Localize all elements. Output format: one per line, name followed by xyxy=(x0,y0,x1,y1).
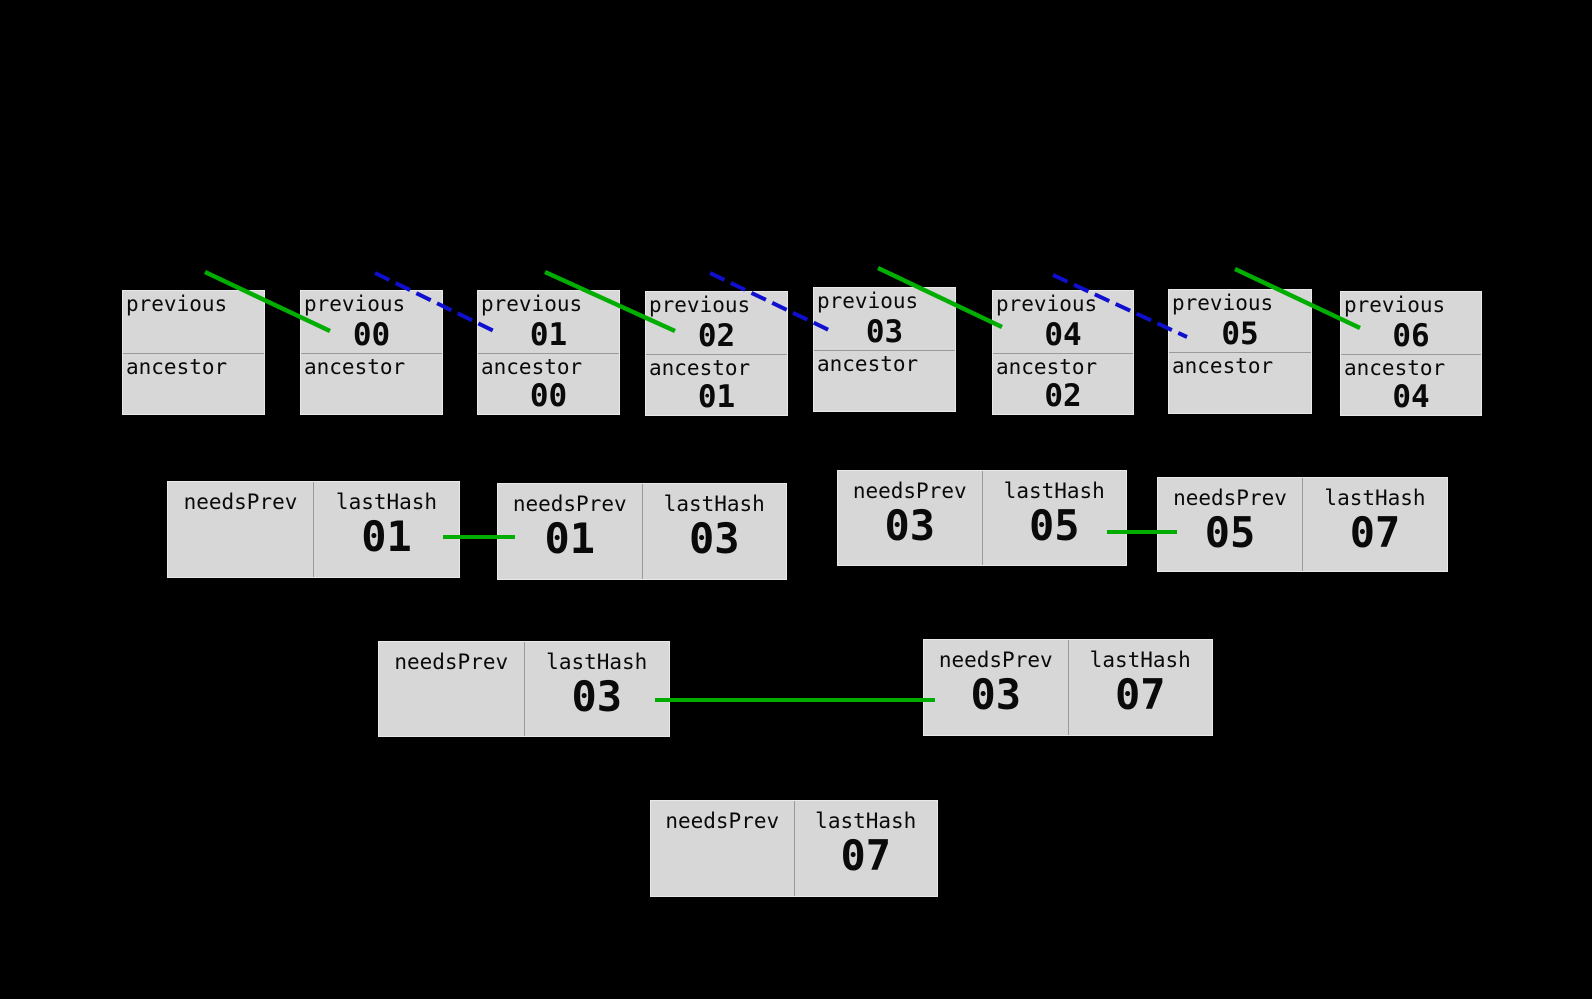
ancestor-cell: ancestor 00 xyxy=(478,352,619,415)
header-block-7: previous 05 ancestor xyxy=(1168,289,1312,414)
lasthash-label: lastHash xyxy=(815,809,917,833)
previous-label: previous xyxy=(649,293,751,317)
lasthash-value: 07 xyxy=(1349,508,1401,558)
lasthash-value: 03 xyxy=(688,514,740,564)
sync-block-1c: needsPrev 03 lastHash 05 xyxy=(837,470,1127,566)
previous-label: previous xyxy=(996,292,1098,316)
needsprev-cell: needsPrev xyxy=(651,801,794,896)
needsprev-cell: needsPrev 01 xyxy=(498,484,642,579)
ancestor-cell: ancestor xyxy=(1169,351,1311,414)
lasthash-label: lastHash xyxy=(1324,486,1426,510)
previous-value: 02 xyxy=(697,317,736,354)
lasthash-label: lastHash xyxy=(663,492,765,516)
needsprev-value: 05 xyxy=(1204,508,1256,558)
ancestor-label: ancestor xyxy=(481,354,583,379)
needsprev-label: needsPrev xyxy=(183,490,298,514)
ancestor-value: 00 xyxy=(529,378,568,414)
needsprev-label: needsPrev xyxy=(512,492,627,516)
sync-block-1a: needsPrev lastHash 01 xyxy=(167,481,460,578)
ancestor-label: ancestor xyxy=(996,354,1098,379)
ancestor-value: 01 xyxy=(697,379,736,415)
lasthash-label: lastHash xyxy=(546,650,648,674)
needsprev-value: 03 xyxy=(884,501,936,551)
ancestor-label: ancestor xyxy=(304,354,406,379)
ancestor-value: 04 xyxy=(1392,379,1430,415)
previous-label: previous xyxy=(126,292,228,316)
lasthash-value: 01 xyxy=(361,512,412,562)
lasthash-label: lastHash xyxy=(1089,648,1191,672)
previous-value: 05 xyxy=(1221,315,1259,352)
previous-cell: previous 02 xyxy=(646,292,787,354)
previous-cell: previous 00 xyxy=(301,291,442,353)
previous-cell: previous 04 xyxy=(993,291,1133,353)
sync-block-3a: needsPrev lastHash 07 xyxy=(650,800,938,897)
previous-value: 06 xyxy=(1392,317,1430,354)
needsprev-cell: needsPrev 05 xyxy=(1158,478,1302,571)
lasthash-cell: lastHash 03 xyxy=(523,642,670,736)
header-block-4: previous 02 ancestor 01 xyxy=(645,291,788,416)
lasthash-cell: lastHash 03 xyxy=(641,484,787,579)
lasthash-value: 05 xyxy=(1028,501,1080,551)
ancestor-label: ancestor xyxy=(1344,355,1446,380)
ancestor-cell: ancestor xyxy=(301,352,442,415)
needsprev-value: 01 xyxy=(544,514,596,564)
sync-block-1b: needsPrev 01 lastHash 03 xyxy=(497,483,787,580)
previous-label: previous xyxy=(817,289,919,313)
ancestor-cell: ancestor xyxy=(123,352,264,415)
previous-label: previous xyxy=(481,292,583,316)
header-block-1: previous ancestor xyxy=(122,290,265,415)
lasthash-label: lastHash xyxy=(335,490,438,514)
previous-value: 00 xyxy=(352,316,391,353)
header-block-8: previous 06 ancestor 04 xyxy=(1340,291,1482,416)
needsprev-label: needsPrev xyxy=(665,809,780,833)
lasthash-label: lastHash xyxy=(1003,479,1105,503)
ancestor-cell: ancestor 02 xyxy=(993,352,1133,415)
needsprev-label: needsPrev xyxy=(394,650,509,674)
needsprev-cell: needsPrev xyxy=(168,482,313,577)
needsprev-label: needsPrev xyxy=(1173,486,1287,510)
previous-cell: previous 03 xyxy=(814,288,955,350)
previous-cell: previous xyxy=(123,291,264,353)
sync-block-2a: needsPrev lastHash 03 xyxy=(378,641,670,737)
previous-cell: previous 06 xyxy=(1341,292,1481,354)
previous-value: 03 xyxy=(865,313,904,350)
sync-block-1d: needsPrev 05 lastHash 07 xyxy=(1157,477,1448,572)
previous-value: 01 xyxy=(529,316,568,353)
lasthash-value: 07 xyxy=(1114,670,1166,720)
previous-label: previous xyxy=(304,292,406,316)
ancestor-label: ancestor xyxy=(126,354,228,379)
lasthash-value: 03 xyxy=(571,672,623,722)
needsprev-cell: needsPrev xyxy=(379,642,524,736)
header-block-6: previous 04 ancestor 02 xyxy=(992,290,1134,415)
sync-block-2b: needsPrev 03 lastHash 07 xyxy=(923,639,1213,736)
header-block-2: previous 00 ancestor xyxy=(300,290,443,415)
header-block-3: previous 01 ancestor 00 xyxy=(477,290,620,415)
ancestor-value: 02 xyxy=(1044,378,1082,414)
ancestor-cell: ancestor 01 xyxy=(646,353,787,416)
previous-cell: previous 05 xyxy=(1169,290,1311,352)
lasthash-cell: lastHash 07 xyxy=(793,801,938,896)
previous-label: previous xyxy=(1172,291,1274,315)
needsprev-cell: needsPrev 03 xyxy=(924,640,1068,735)
previous-cell: previous 01 xyxy=(478,291,619,353)
ancestor-cell: ancestor 04 xyxy=(1341,353,1481,416)
lasthash-cell: lastHash 07 xyxy=(1302,478,1447,571)
lasthash-cell: lastHash 07 xyxy=(1067,640,1213,735)
lasthash-value: 07 xyxy=(840,831,892,881)
previous-label: previous xyxy=(1344,293,1446,317)
lasthash-cell: lastHash 01 xyxy=(313,482,459,577)
ancestor-label: ancestor xyxy=(817,351,919,376)
ancestor-label: ancestor xyxy=(649,355,751,380)
needsprev-cell: needsPrev 03 xyxy=(838,471,982,565)
lasthash-cell: lastHash 05 xyxy=(981,471,1127,565)
needsprev-value: 03 xyxy=(970,670,1022,720)
ancestor-cell: ancestor xyxy=(814,349,955,412)
needsprev-label: needsPrev xyxy=(852,479,967,503)
ancestor-label: ancestor xyxy=(1172,353,1274,378)
header-block-5: previous 03 ancestor xyxy=(813,287,956,412)
needsprev-label: needsPrev xyxy=(938,648,1053,672)
previous-value: 04 xyxy=(1044,316,1082,353)
